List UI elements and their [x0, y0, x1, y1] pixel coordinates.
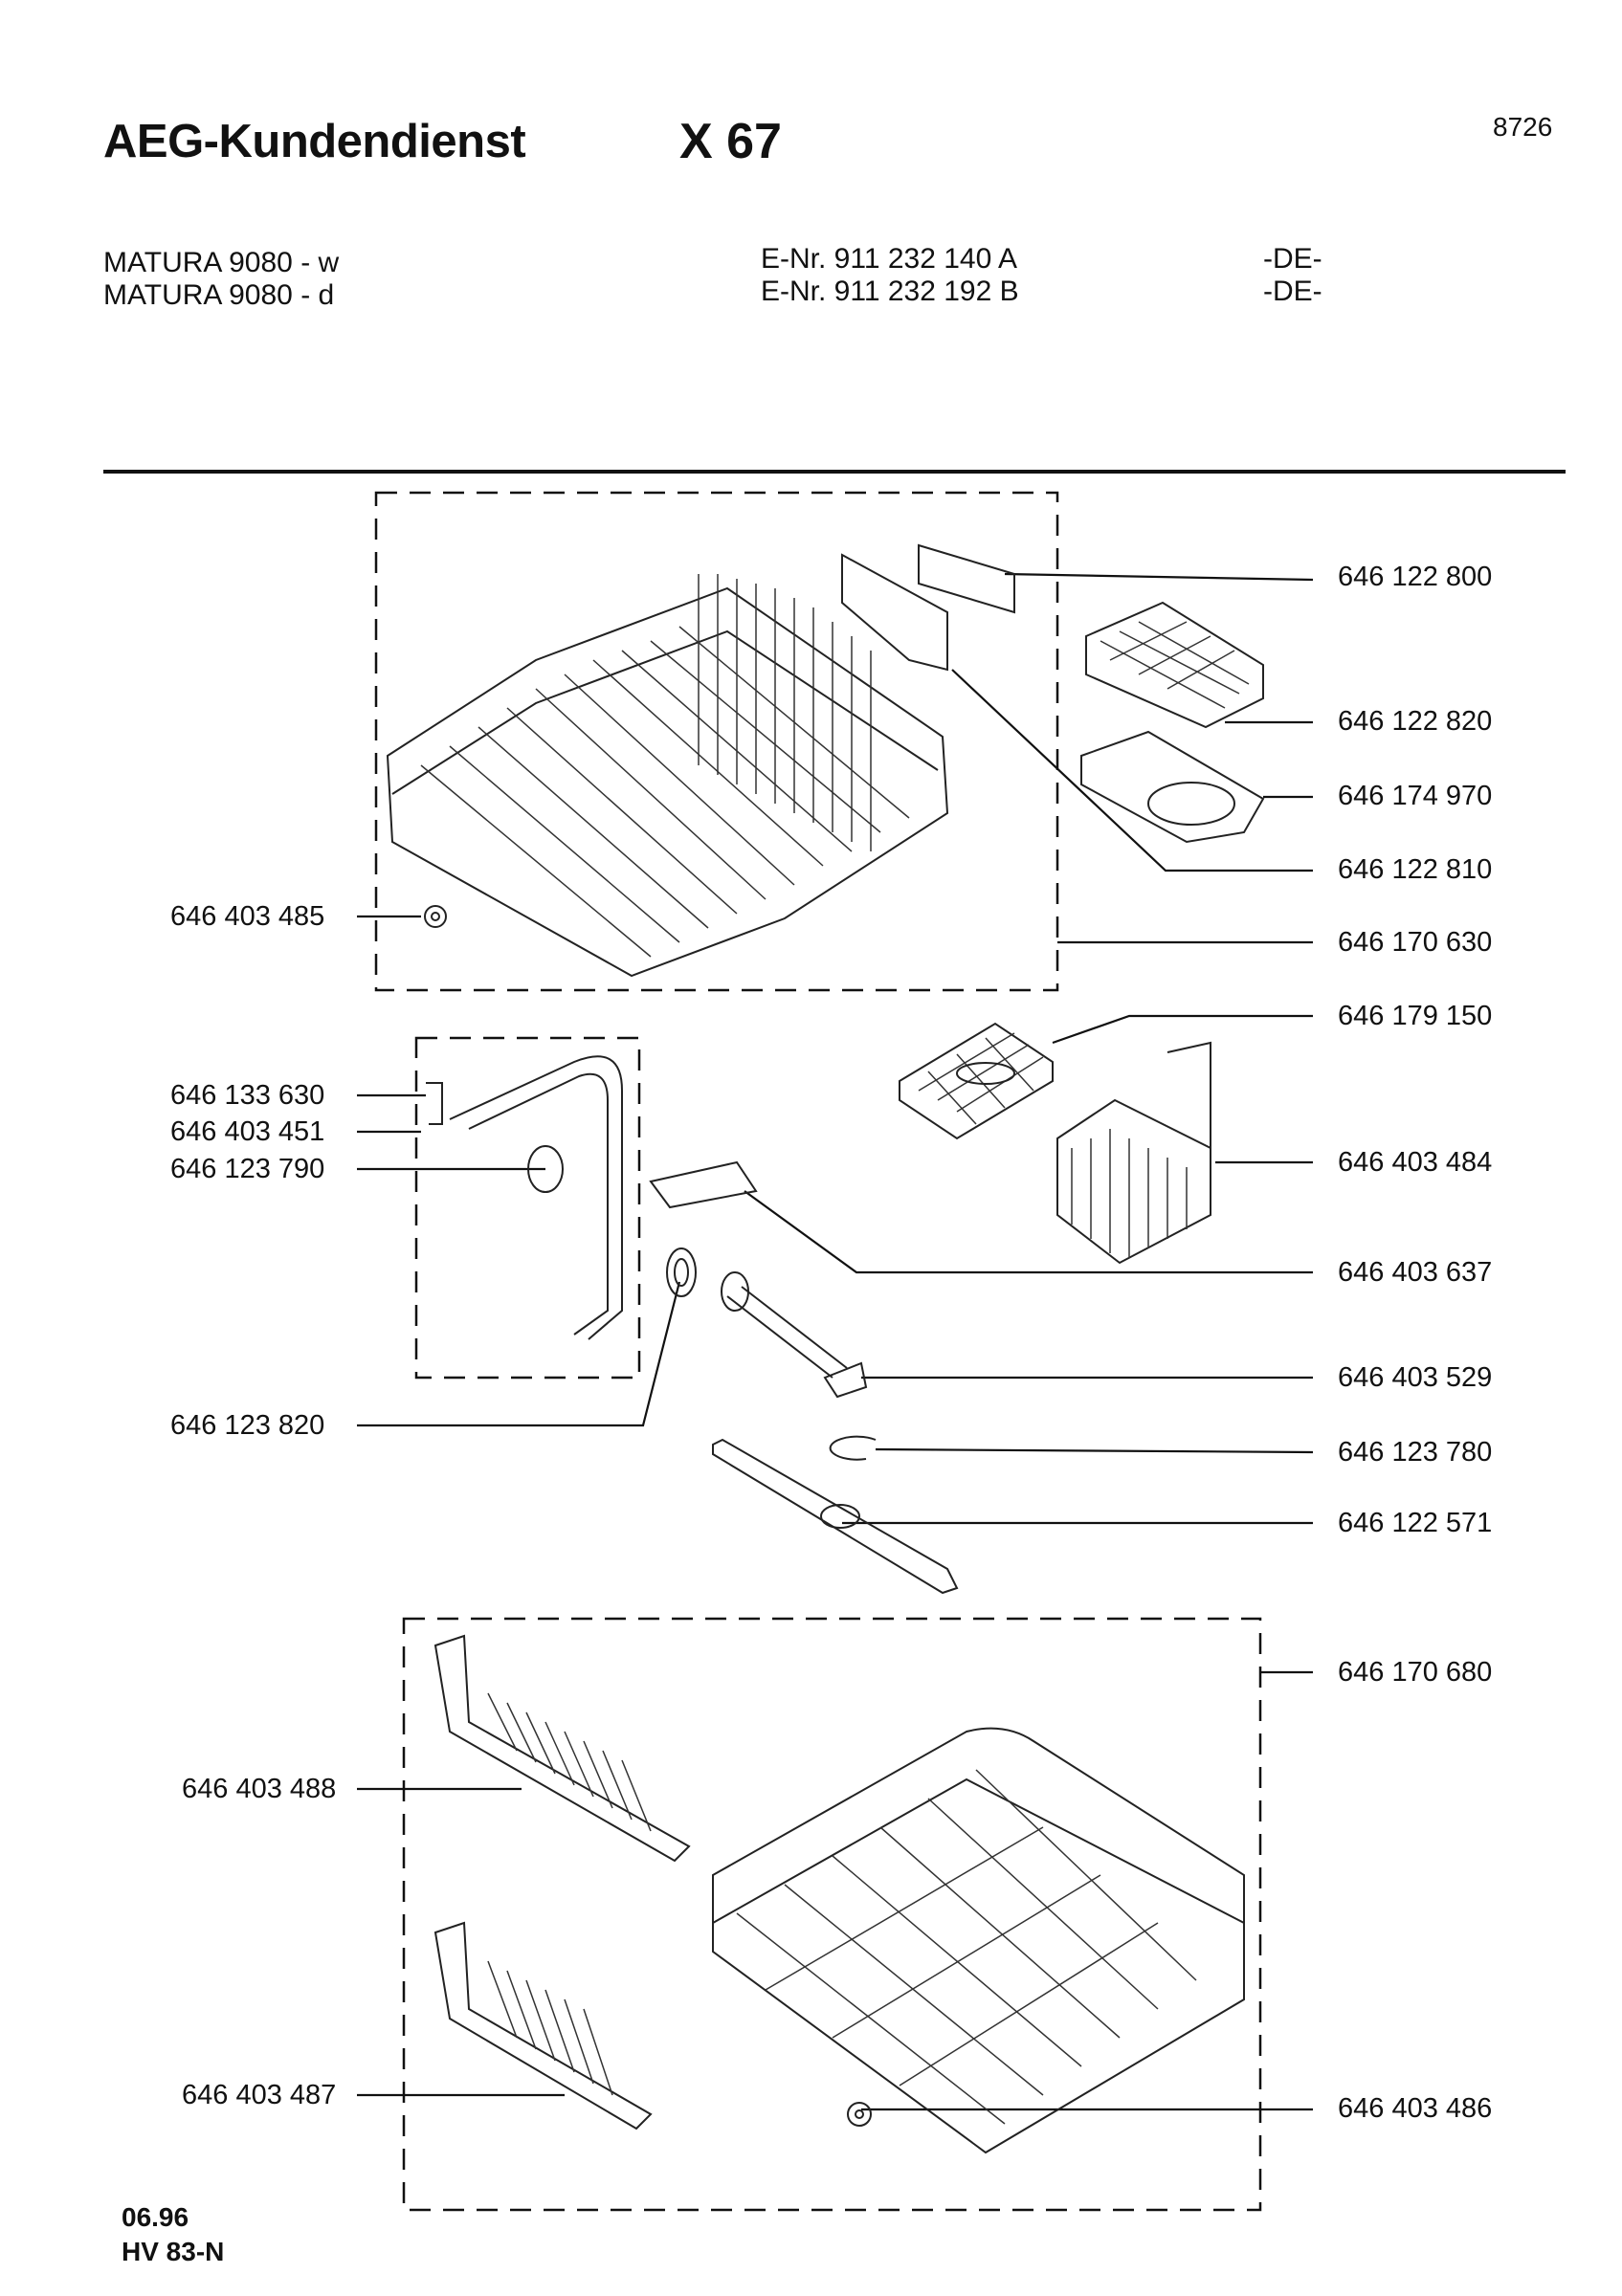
- leader-646-122-810: [951, 669, 1313, 872]
- header-rule: [103, 470, 1566, 474]
- part-label-646-122-820: 646 122 820: [1338, 706, 1493, 737]
- leader-646-123-780: [875, 1447, 1314, 1454]
- grid-insert-drawing: [899, 1022, 1054, 1140]
- cup-rack-drawing: [1085, 601, 1264, 729]
- leader-646-122-800: [1004, 572, 1314, 582]
- small-rack-tray-drawing: [1080, 730, 1265, 844]
- part-label-646-123-820: 646 123 820: [170, 1410, 325, 1441]
- cutlery-basket-drawing: [1056, 1041, 1211, 1265]
- lower-basket-group-box: [402, 1617, 1262, 2212]
- plate-rack-b-drawing: [433, 1921, 653, 2130]
- part-label-646-403-488: 646 403 488: [182, 1774, 337, 1804]
- footer-date: 06.96: [122, 2202, 189, 2232]
- part-label-646-403-485: 646 403 485: [170, 901, 325, 932]
- lower-basket-drawing: [712, 1727, 1245, 2154]
- brand-title: AEG-Kundendienst: [103, 116, 526, 167]
- wheel-upper-drawing: [424, 905, 447, 928]
- model-country-1: -DE-: [1263, 243, 1322, 275]
- part-label-646-403-451: 646 403 451: [170, 1116, 325, 1147]
- model-country-2: -DE-: [1263, 276, 1322, 307]
- sheet-number: 8726: [1493, 112, 1553, 142]
- water-pipe-drawing: [721, 1271, 868, 1399]
- part-label-646-122-571: 646 122 571: [1338, 1508, 1493, 1538]
- part-label-646-403-487: 646 403 487: [182, 2080, 337, 2110]
- part-label-646-403-637: 646 403 637: [1338, 1257, 1493, 1288]
- leader-646-403-637: [744, 1190, 1313, 1274]
- upper-basket-group-box: [374, 491, 1059, 992]
- part-label-646-133-630: 646 133 630: [170, 1080, 325, 1111]
- wheel-lower-drawing: [847, 2102, 872, 2127]
- part-label-646-122-800: 646 122 800: [1338, 562, 1493, 592]
- leader-646-179-150: [1052, 1014, 1313, 1045]
- document-number: X 67: [679, 114, 782, 169]
- part-label-646-179-150: 646 179 150: [1338, 1001, 1493, 1031]
- model-enr-1: E-Nr. 911 232 140 A: [761, 243, 1017, 275]
- spray-arm-drawing: [712, 1438, 959, 1595]
- part-label-646-123-780: 646 123 780: [1338, 1437, 1493, 1468]
- model-name-2: MATURA 9080 - d: [103, 279, 335, 311]
- part-label-646-174-970: 646 174 970: [1338, 781, 1493, 811]
- nozzle-pipe-drawing: [426, 1055, 623, 1340]
- seal-drawing: [666, 1247, 697, 1297]
- part-label-646-403-484: 646 403 484: [1338, 1147, 1493, 1178]
- ring-drawing: [829, 1435, 877, 1461]
- part-label-646-403-529: 646 403 529: [1338, 1362, 1493, 1393]
- part-label-646-170-630: 646 170 630: [1338, 927, 1493, 958]
- part-label-646-170-680: 646 170 680: [1338, 1657, 1493, 1688]
- part-label-646-122-810: 646 122 810: [1338, 854, 1493, 885]
- leader-646-123-820: [357, 1281, 681, 1427]
- footer-code: HV 83-N: [122, 2237, 225, 2266]
- model-name-1: MATURA 9080 - w: [103, 247, 340, 278]
- upper-basket-drawing: [386, 543, 1015, 978]
- plate-rack-a-drawing: [433, 1634, 691, 1863]
- holder-drawing: [649, 1160, 758, 1209]
- model-enr-2: E-Nr. 911 232 192 B: [761, 276, 1019, 307]
- part-label-646-403-486: 646 403 486: [1338, 2093, 1493, 2124]
- nozzle-group-box: [414, 1036, 641, 1380]
- part-label-646-123-790: 646 123 790: [170, 1154, 325, 1184]
